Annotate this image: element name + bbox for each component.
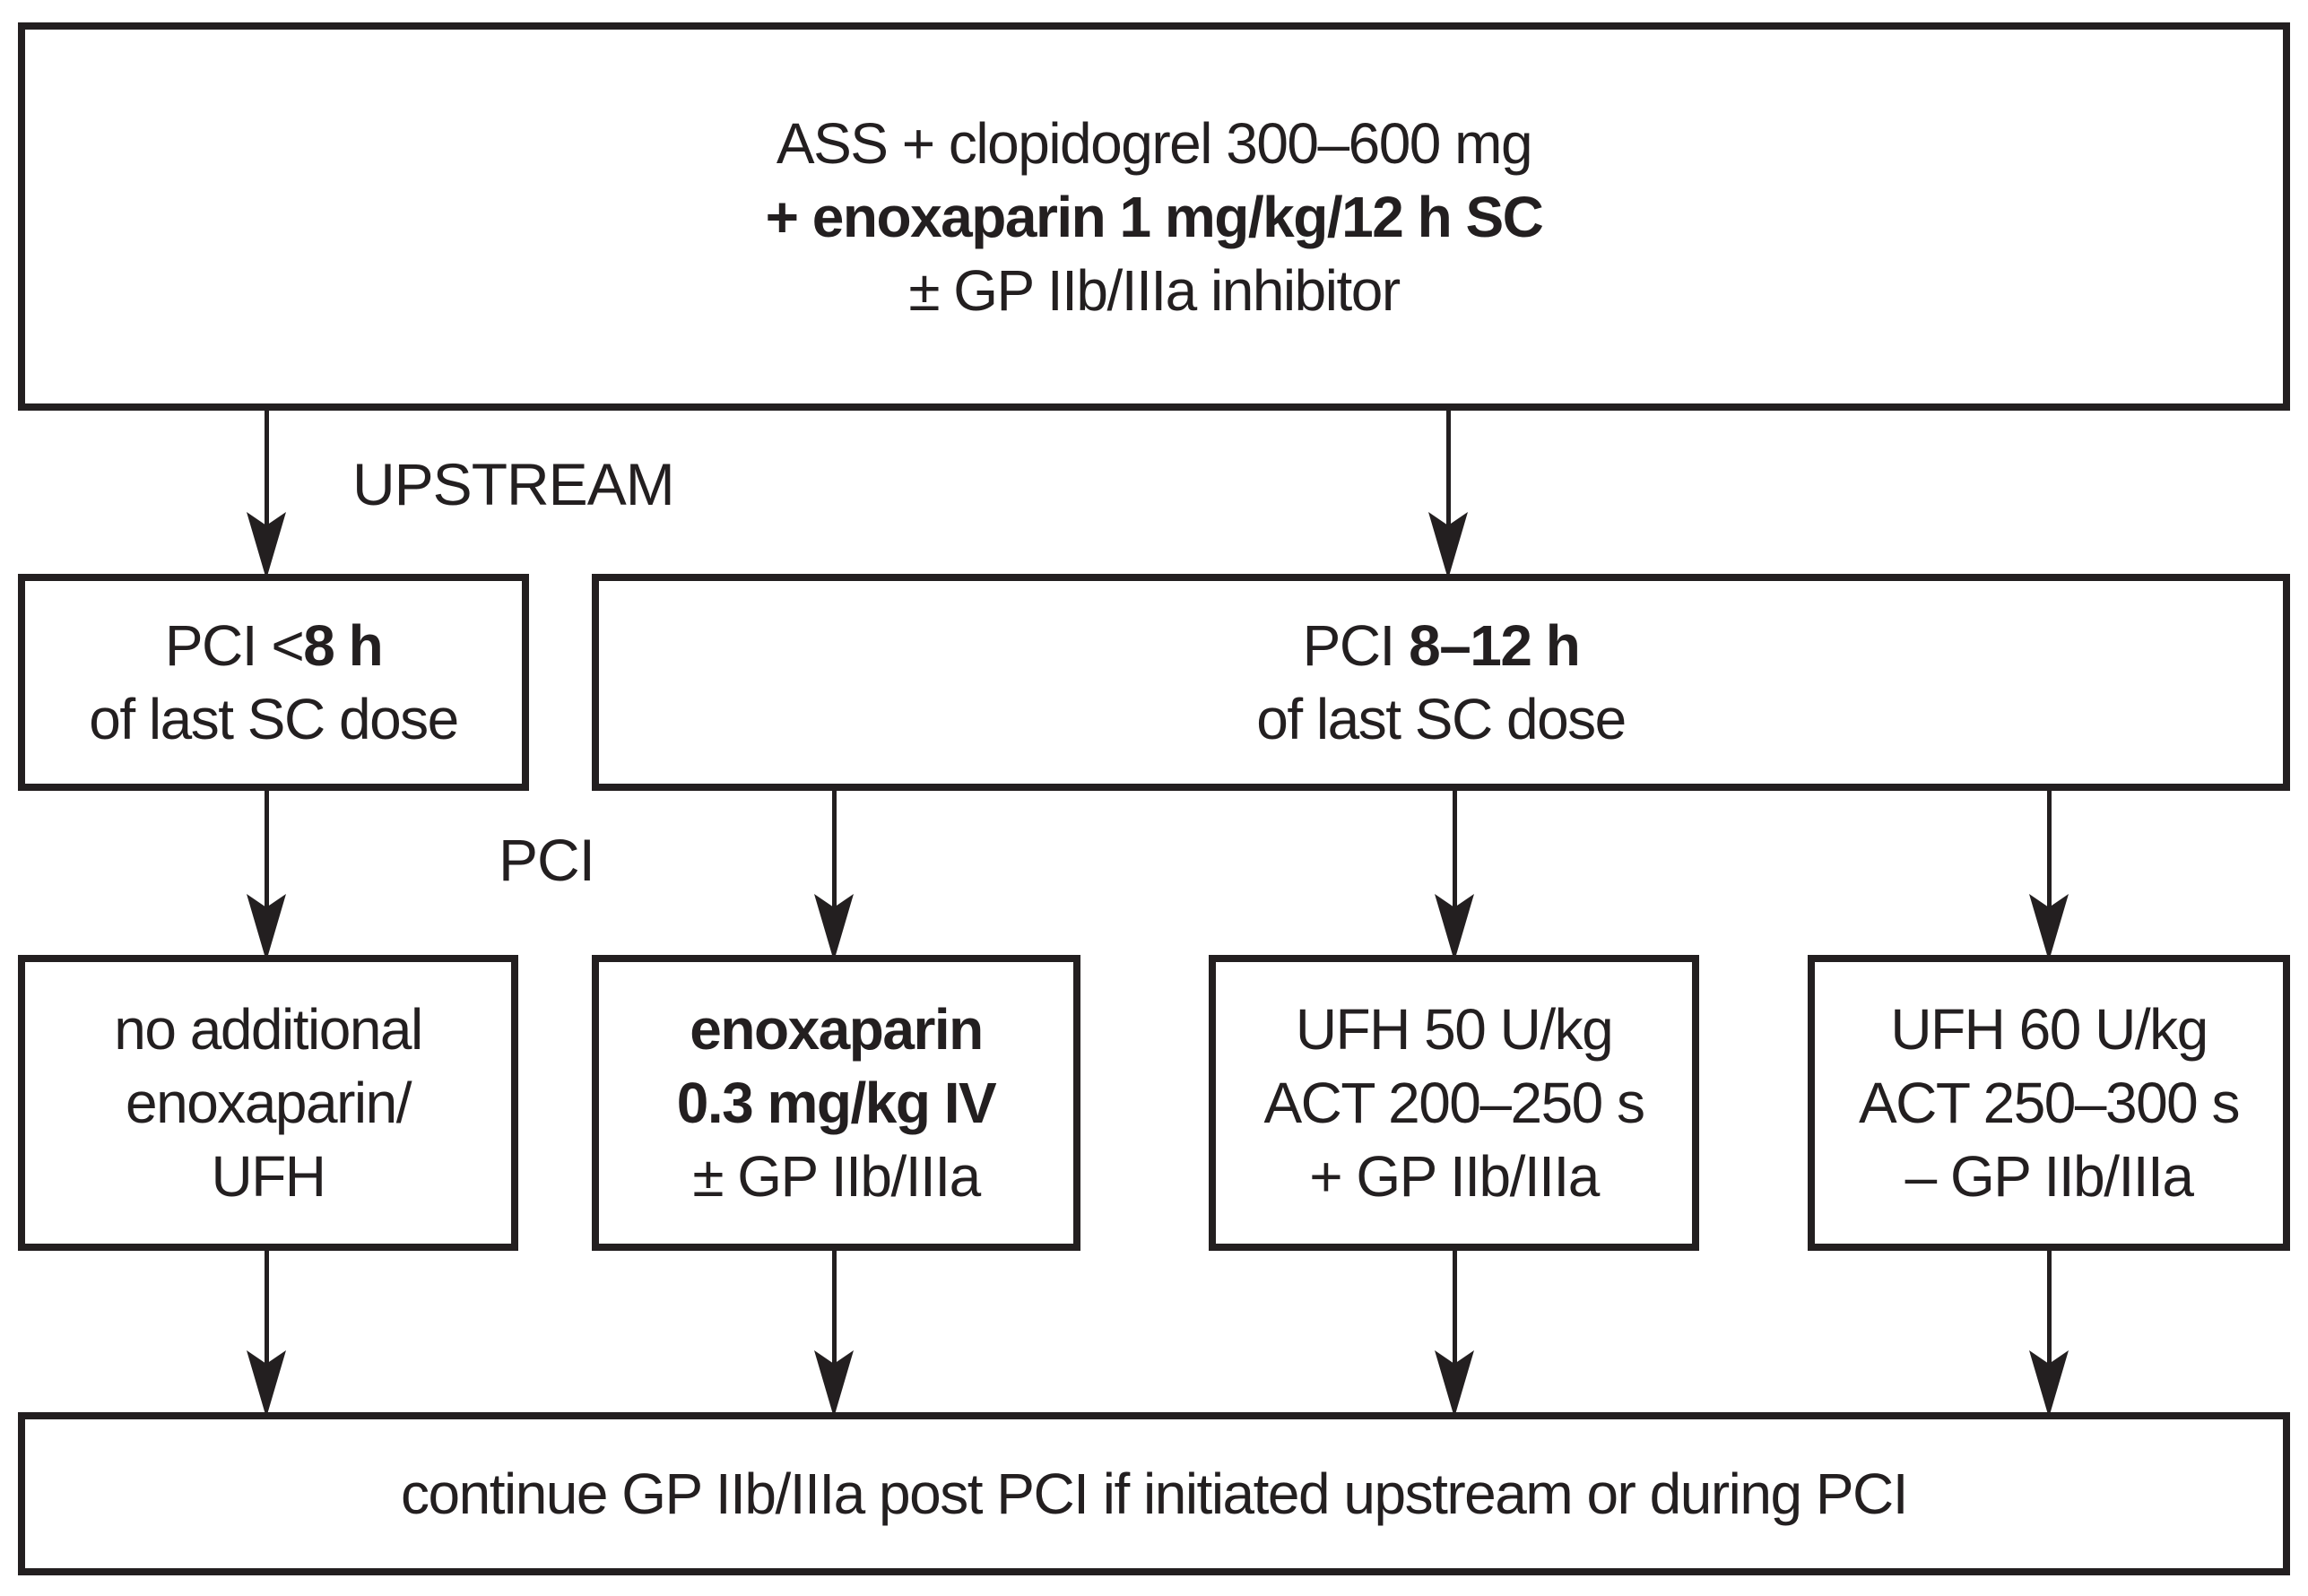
ufh-50-line1: UFH 50 U/kg — [1295, 997, 1614, 1062]
pci-8-12h-line2: of last SC dose — [1256, 687, 1627, 751]
arrow-stem — [831, 785, 837, 907]
flow-arrow — [2029, 1245, 2069, 1418]
arrow-stem — [264, 405, 269, 525]
pci-lt-8h-prefix: PCI < — [164, 613, 305, 678]
box-initial-therapy: ASS + clopidogrel 300–600 mg + enoxapari… — [18, 22, 2290, 411]
arrowhead-down-icon — [1428, 512, 1468, 579]
ufh-60-line3: – GP IIb/IIIa — [1905, 1144, 2194, 1209]
pci-8-12h-bold: 8–12 h — [1409, 613, 1581, 678]
continue-gp-text: continue GP IIb/IIIa post PCI if initiat… — [401, 1462, 1909, 1526]
label-pci: PCI — [499, 827, 595, 893]
box-continue-gp: continue GP IIb/IIIa post PCI if initiat… — [18, 1412, 2290, 1575]
box-no-additional: no additional enoxaparin/ UFH — [18, 955, 518, 1251]
box-ufh-60: UFH 60 U/kg ACT 250–300 s – GP IIb/IIIa — [1808, 955, 2290, 1251]
arrow-stem — [2046, 1245, 2052, 1364]
arrowhead-down-icon — [814, 894, 854, 961]
initial-therapy-line2: + enoxaparin 1 mg/kg/12 h SC — [765, 184, 1544, 249]
flow-arrow — [1435, 785, 1474, 961]
label-upstream: UPSTREAM — [352, 451, 675, 517]
flow-arrow — [2029, 785, 2069, 961]
pci-lt-8h-bold: 8 h — [303, 613, 383, 678]
arrow-stem — [264, 785, 269, 907]
box-ufh-50: UFH 50 U/kg ACT 200–250 s + GP IIb/IIIa — [1209, 955, 1699, 1251]
pci-8-12h-line1: PCI 8–12 h — [1302, 609, 1581, 682]
pci-8-12h-prefix: PCI — [1302, 613, 1410, 678]
arrow-stem — [1452, 1245, 1457, 1364]
arrowhead-down-icon — [1435, 1350, 1474, 1418]
ufh-60-line2: ACT 250–300 s — [1858, 1071, 2241, 1135]
enoxaparin-iv-line3: ± GP IIb/IIIa — [692, 1144, 981, 1209]
arrowhead-down-icon — [247, 1350, 286, 1418]
no-additional-line3: UFH — [211, 1144, 326, 1209]
initial-therapy-line3: ± GP IIb/IIIa inhibitor — [908, 257, 1401, 323]
arrow-stem — [1452, 785, 1457, 907]
flow-arrow — [814, 1245, 854, 1418]
arrowhead-down-icon — [247, 894, 286, 961]
flow-arrow — [247, 1245, 286, 1418]
ufh-50-line2: ACT 200–250 s — [1263, 1071, 1645, 1135]
initial-therapy-line1: ASS + clopidogrel 300–600 mg — [776, 110, 1533, 176]
flow-arrow — [1428, 405, 1468, 579]
enoxaparin-iv-line2: 0.3 mg/kg IV — [676, 1071, 997, 1135]
no-additional-line2: enoxaparin/ — [126, 1071, 412, 1135]
no-additional-line1: no additional — [114, 997, 423, 1062]
flow-arrow — [1435, 1245, 1474, 1418]
box-pci-lt-8h: PCI <8 h of last SC dose — [18, 574, 529, 791]
pci-lt-8h-line1: PCI <8 h — [164, 609, 384, 682]
flow-arrow — [247, 405, 286, 579]
arrowhead-down-icon — [2029, 1350, 2069, 1418]
pci-lt-8h-line2: of last SC dose — [89, 687, 459, 751]
arrowhead-down-icon — [814, 1350, 854, 1418]
arrow-stem — [2046, 785, 2052, 907]
flow-arrow — [247, 785, 286, 961]
arrowhead-down-icon — [247, 512, 286, 579]
flow-arrow — [814, 785, 854, 961]
box-pci-8-12h: PCI 8–12 h of last SC dose — [592, 574, 2290, 791]
ufh-60-line1: UFH 60 U/kg — [1890, 997, 2208, 1062]
enoxaparin-iv-line1: enoxaparin — [690, 997, 984, 1062]
arrow-stem — [264, 1245, 269, 1364]
arrowhead-down-icon — [1435, 894, 1474, 961]
arrowhead-down-icon — [2029, 894, 2069, 961]
arrow-stem — [1445, 405, 1451, 525]
box-enoxaparin-iv: enoxaparin 0.3 mg/kg IV ± GP IIb/IIIa — [592, 955, 1080, 1251]
ufh-50-line3: + GP IIb/IIIa — [1309, 1144, 1600, 1209]
arrow-stem — [831, 1245, 837, 1364]
